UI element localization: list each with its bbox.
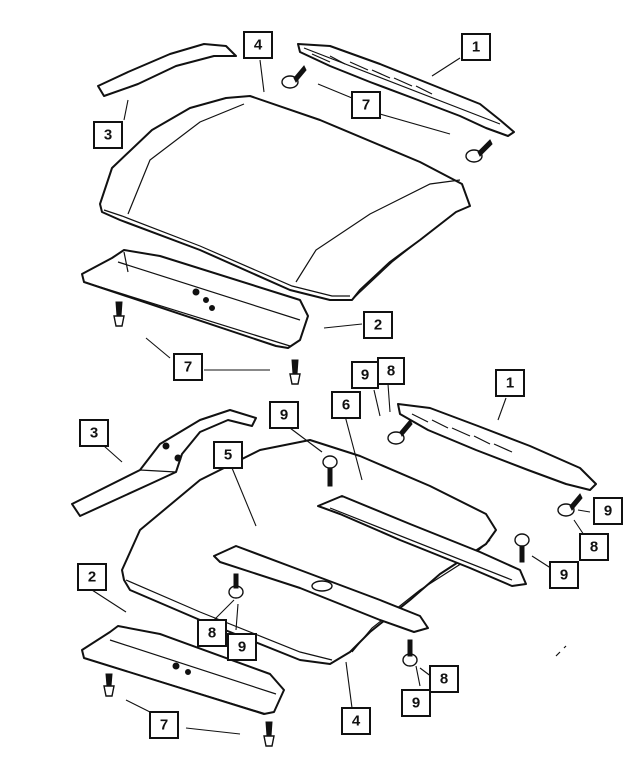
bottom-fastener-top-left — [387, 419, 413, 445]
callout-8-low: 8 — [197, 619, 227, 647]
bottom-fastener-center — [322, 455, 338, 487]
svg-text:8: 8 — [208, 625, 216, 642]
svg-text:9: 9 — [560, 567, 568, 584]
callout-9-low-right: 9 — [401, 689, 431, 717]
callout-4-top: 4 — [243, 31, 273, 59]
top-part-1-header — [297, 43, 515, 137]
callout-2-bottom: 2 — [77, 563, 107, 591]
bottom-part-1-header — [397, 403, 597, 491]
callout-6-bottom: 6 — [331, 391, 361, 419]
bottom-fastener-right — [514, 533, 530, 563]
callout-9-bottom-a: 9 — [269, 401, 299, 429]
svg-text:4: 4 — [352, 713, 361, 730]
svg-text:9: 9 — [412, 695, 420, 712]
svg-text:1: 1 — [506, 375, 514, 392]
callout-8-right: 8 — [579, 533, 609, 561]
svg-text:7: 7 — [362, 97, 370, 114]
svg-text:7: 7 — [160, 717, 168, 734]
reference-mark — [555, 645, 567, 657]
bottom-fastener-left-lower — [228, 573, 244, 599]
callout-7-top-a: 7 — [351, 91, 381, 119]
callout-8-mid: 8 — [377, 357, 405, 385]
svg-text:9: 9 — [280, 407, 288, 424]
callout-2-top: 2 — [363, 311, 393, 339]
svg-text:8: 8 — [387, 363, 395, 380]
callout-3-bottom: 3 — [79, 419, 109, 447]
bottom-part-2-crossmember — [81, 625, 285, 715]
callout-1-bottom: 1 — [495, 369, 525, 397]
bottom-part-6-rail — [317, 495, 527, 587]
svg-text:9: 9 — [604, 503, 612, 520]
svg-text:9: 9 — [361, 367, 369, 384]
top-part-4-roof — [99, 95, 471, 301]
callout-1-top: 1 — [461, 33, 491, 61]
svg-text:4: 4 — [254, 37, 263, 54]
callout-9-right-b: 9 — [549, 561, 579, 589]
svg-text:2: 2 — [374, 317, 382, 334]
svg-text:1: 1 — [472, 39, 480, 56]
bottom-fastener-top-right — [557, 493, 583, 517]
bottom-center-rail — [213, 545, 429, 633]
top-fastener-crossmember-left — [113, 301, 125, 327]
bottom-fastener-right-lower — [402, 639, 418, 667]
callout-7-bottom: 7 — [149, 711, 179, 739]
bottom-part-3-bracket — [71, 409, 257, 517]
callout-9-low: 9 — [227, 633, 257, 661]
svg-text:2: 2 — [88, 569, 96, 586]
svg-text:8: 8 — [440, 671, 448, 688]
top-part-3-trim — [97, 43, 237, 97]
svg-text:6: 6 — [342, 397, 350, 414]
callout-5-bottom: 5 — [213, 441, 243, 469]
svg-text:3: 3 — [90, 425, 98, 442]
callout-4-bottom: 4 — [341, 707, 371, 735]
bottom-fastener-crossmember-right — [263, 721, 275, 747]
callout-9-mid: 9 — [351, 361, 379, 389]
callout-8-low-right: 8 — [429, 665, 459, 693]
svg-text:3: 3 — [104, 127, 112, 144]
svg-text:7: 7 — [184, 359, 192, 376]
svg-text:5: 5 — [224, 447, 232, 464]
svg-text:9: 9 — [238, 639, 246, 656]
top-part-2-crossmember — [81, 249, 309, 349]
svg-text:8: 8 — [590, 539, 598, 556]
callout-3-top: 3 — [93, 121, 123, 149]
callout-9-right-a: 9 — [593, 497, 623, 525]
top-fastener-left — [281, 65, 307, 89]
bottom-fastener-crossmember-left — [103, 673, 115, 697]
callout-7-top-b: 7 — [173, 353, 203, 381]
top-fastener-crossmember-right — [289, 359, 301, 385]
top-fastener-right — [465, 139, 493, 163]
